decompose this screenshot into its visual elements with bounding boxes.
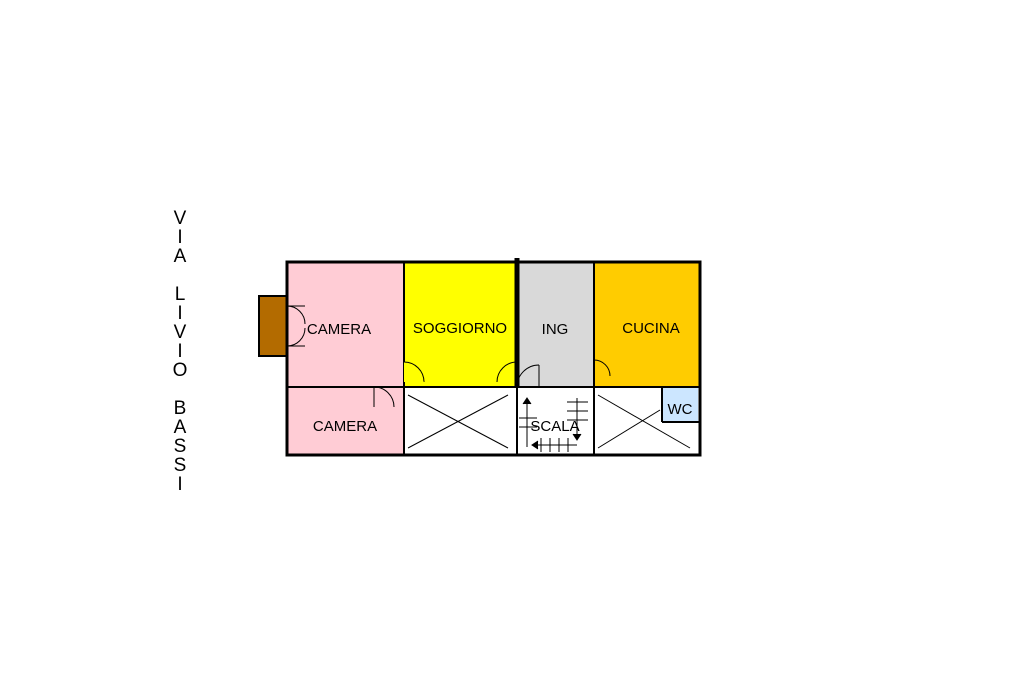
street-letter: I	[177, 474, 182, 495]
room-label-cucina: CUCINA	[622, 320, 680, 337]
room-soggiorno	[404, 262, 517, 387]
walls	[285, 258, 702, 457]
street-letter: O	[173, 360, 188, 381]
door-arc	[496, 361, 518, 383]
street-name: V I A L I V I O B A S S I	[173, 208, 188, 495]
balcony	[258, 295, 288, 357]
door-arc	[593, 359, 611, 377]
room-camera-1	[287, 262, 404, 387]
stair-arrow	[572, 433, 582, 441]
street-letter: I	[177, 303, 182, 324]
stair-arrow	[522, 397, 532, 405]
room-cucina	[594, 262, 700, 387]
room-camera-2	[287, 387, 404, 455]
door-arc	[404, 362, 424, 382]
street-letter: I	[177, 341, 182, 362]
void-cross-line	[597, 409, 661, 449]
door-arc	[516, 364, 540, 388]
room-label-camera-1: CAMERA	[307, 321, 371, 338]
room-label-camera-2: CAMERA	[313, 418, 377, 435]
street-letter: S	[174, 455, 187, 476]
door-arc	[373, 386, 395, 408]
street-letter: V	[174, 208, 187, 229]
street-letter: B	[174, 398, 187, 419]
street-letter: V	[174, 322, 187, 343]
void-cross-line	[407, 394, 509, 449]
door-arc	[403, 361, 425, 383]
stair-arrow	[531, 440, 539, 450]
void-areas	[407, 394, 691, 449]
room-label-scala: SCALA	[530, 418, 579, 435]
street-letter: A	[174, 417, 187, 438]
street-letter: S	[174, 436, 187, 457]
staircase	[519, 397, 588, 452]
room-wc	[662, 387, 698, 422]
room-label-ingresso: ING	[542, 321, 569, 338]
void-cross-line	[597, 394, 691, 449]
outer-wall	[285, 260, 702, 457]
room-label-wc: WC	[668, 401, 693, 418]
street-letter: L	[175, 284, 186, 305]
street-letter: I	[177, 227, 182, 248]
room-ingresso	[517, 262, 594, 387]
room-label-soggiorno: SOGGIORNO	[413, 320, 507, 337]
street-letter: A	[174, 246, 187, 267]
doors	[286, 305, 611, 408]
